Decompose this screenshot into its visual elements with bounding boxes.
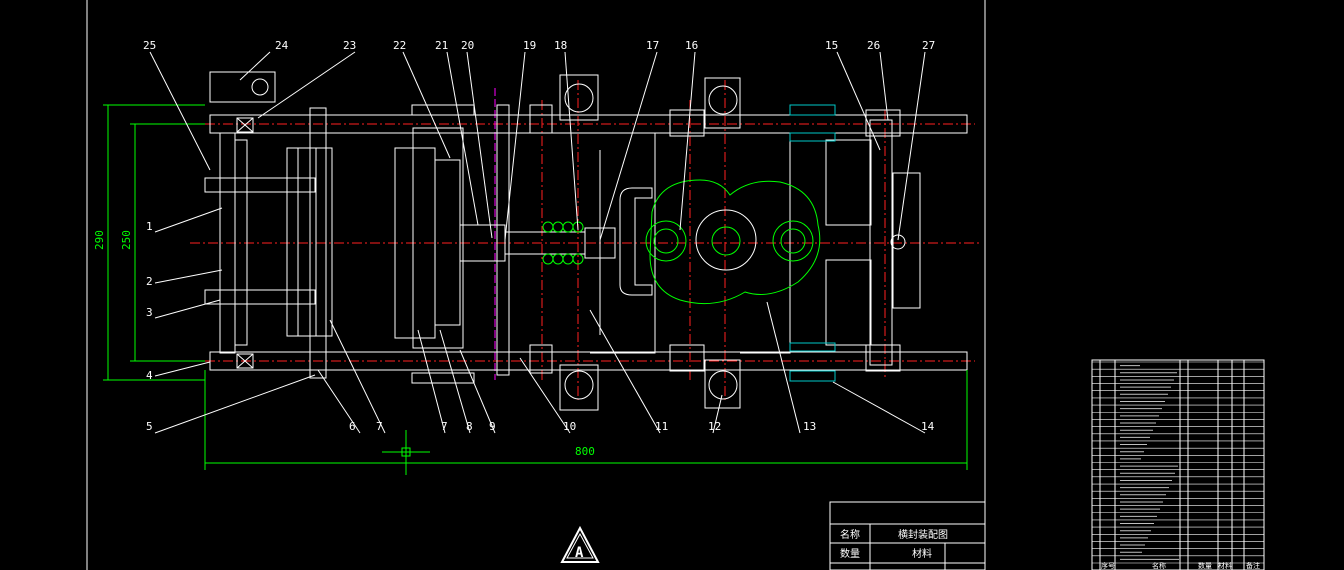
part-label-5: 5 — [146, 420, 153, 433]
part-label-6: 6 — [349, 420, 356, 433]
title-qty-label: 数量 — [840, 547, 860, 560]
part-label-2: 2 — [146, 275, 153, 288]
drawing-frame — [86, 0, 986, 570]
part-label-17: 17 — [646, 39, 659, 52]
view-marker: A — [560, 525, 600, 563]
part-label-20: 20 — [461, 39, 474, 52]
parts-header-name: 名称 — [1152, 561, 1166, 570]
part-label-15: 15 — [825, 39, 838, 52]
part-label-16: 16 — [685, 39, 698, 52]
part-labels: 25 24 23 22 21 20 19 18 17 16 15 26 27 1… — [143, 39, 935, 433]
part-label-24: 24 — [275, 39, 289, 52]
parts-header-remarks: 备注 — [1246, 561, 1260, 570]
part-label-8: 8 — [466, 420, 473, 433]
part-label-22: 22 — [393, 39, 406, 52]
parts-list-table — [1091, 359, 1265, 570]
part-label-1: 1 — [146, 220, 153, 233]
part-label-13: 13 — [803, 420, 816, 433]
dimension-290: 290 — [93, 230, 106, 250]
title-name-value: 横封装配图 — [898, 528, 948, 541]
title-material-label: 材料 — [912, 547, 932, 560]
dimension-250: 250 — [120, 230, 133, 250]
parts-header-qty: 数量 — [1198, 561, 1212, 570]
part-label-18: 18 — [554, 39, 567, 52]
part-label-3: 3 — [146, 306, 153, 319]
part-label-9: 9 — [489, 420, 496, 433]
title-block — [829, 501, 986, 570]
part-label-12: 12 — [708, 420, 721, 433]
assembly-view — [103, 51, 980, 475]
parts-header-no: 序号 — [1101, 561, 1115, 570]
part-label-7b: 7 — [441, 420, 448, 433]
part-label-25: 25 — [143, 39, 156, 52]
part-label-4: 4 — [146, 369, 153, 382]
part-label-27: 27 — [922, 39, 935, 52]
title-name-label: 名称 — [840, 528, 860, 541]
parts-list-rows — [1092, 361, 1264, 564]
part-label-21: 21 — [435, 39, 448, 52]
part-label-7a: 7 — [376, 420, 383, 433]
part-label-19: 19 — [523, 39, 536, 52]
dimension-800: 800 — [575, 445, 595, 458]
view-marker-letter: A — [575, 545, 584, 561]
part-label-11: 11 — [655, 420, 668, 433]
part-label-10: 10 — [563, 420, 576, 433]
part-label-26: 26 — [867, 39, 880, 52]
parts-list-header: 序号 名称 数量 材料 备注 — [1101, 561, 1260, 570]
part-label-23: 23 — [343, 39, 356, 52]
part-label-14: 14 — [921, 420, 935, 433]
parts-header-material: 材料 — [1218, 561, 1232, 570]
